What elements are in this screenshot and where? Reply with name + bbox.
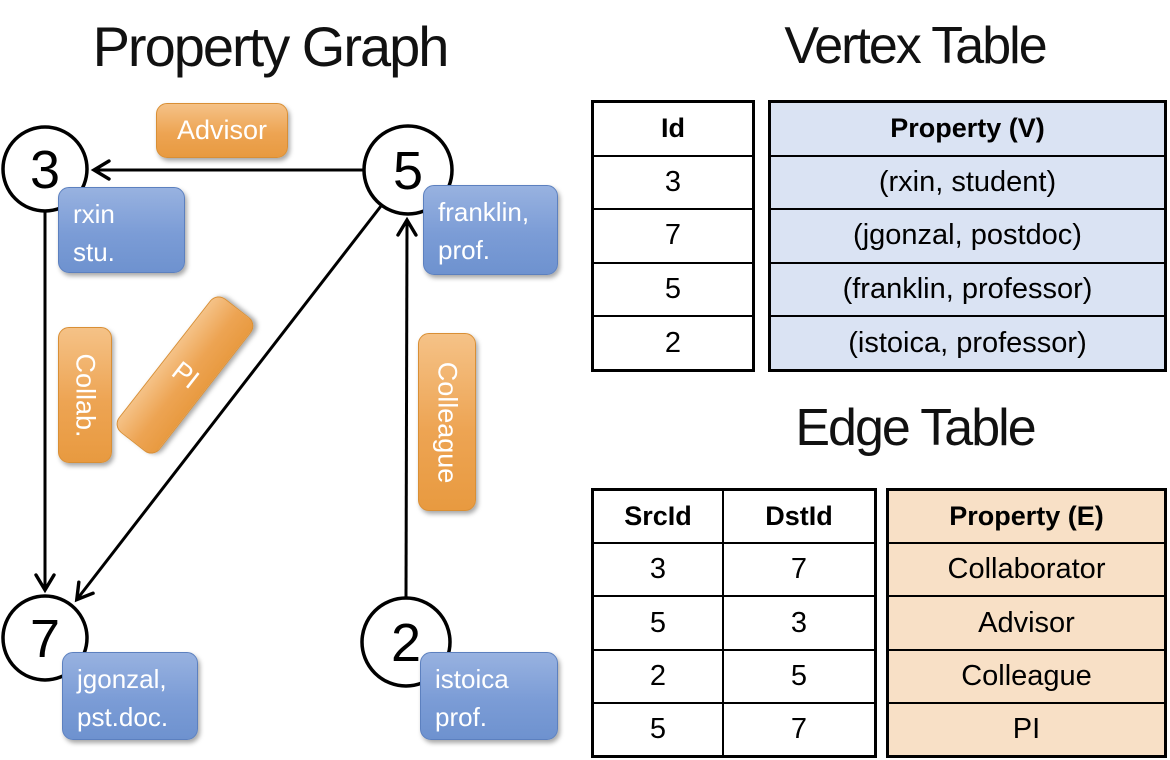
edge-property-cell: Colleague [889,651,1164,704]
edge-dstid-cell: 5 [724,651,874,704]
edge-2-to-5 [396,216,418,598]
node-5-id: 5 [393,141,423,201]
edge-table-title: Edge Table [795,399,1036,457]
vertex-label-jgonzal: jgonzal, pst.doc. [62,652,198,740]
node-2-id: 2 [391,613,421,673]
edge-label-advisor-text: Advisor [176,115,268,145]
vertex-label-jgonzal-line1: jgonzal, [77,664,167,694]
vertex-table-property-header: Property (V) [771,103,1164,157]
vertex-table-property-column: Property (V) (rxin, student) (jgonzal, p… [768,100,1167,372]
edge-label-collaborator: Collab. [58,327,112,463]
vertex-id-cell: 7 [594,210,752,264]
edge-table-property-header: Property (E) [889,491,1164,545]
edge-table-dstid-header: DstId [724,491,874,545]
edge-label-advisor: Advisor [156,103,288,158]
vertex-property-cell: (franklin, professor) [771,264,1164,318]
edge-5-to-7 [74,205,383,603]
edge-label-pi-text: PI [166,354,205,395]
edge-table-id-columns: SrcId 3 5 2 5 DstId 7 3 5 7 [591,488,877,758]
edge-label-collaborator-text: Collab. [70,352,101,438]
vertex-property-cell: (istoica, professor) [848,326,1087,359]
edge-srcid-cell: 5 [649,712,667,745]
edge-dstid-cell: 3 [724,597,874,651]
edge-table-srcid-column: SrcId 3 5 2 5 [594,491,724,755]
edge-table-srcid-header: SrcId [594,491,722,545]
edge-property-cell: PI [1012,712,1041,745]
edge-property-cell: Collaborator [889,544,1164,598]
vertex-label-istoica-line1: istoica [435,664,509,694]
vertex-label-istoica-line2: prof. [435,701,488,732]
edge-label-colleague: Colleague [418,333,476,511]
vertex-label-franklin: franklin, prof. [423,185,558,275]
vertex-label-jgonzal-line2: pst.doc. [77,701,169,732]
edge-table-property-column: Property (E) Collaborator Advisor Collea… [886,488,1167,758]
edge-table-dstid-column: DstId 7 3 5 7 [724,491,874,755]
property-graph-title: Property Graph [92,15,450,78]
vertex-table-title: Vertex Table [784,17,1047,75]
vertex-label-rxin-line2: stu. [73,236,115,267]
vertex-id-cell: 3 [594,157,752,211]
vertex-label-franklin-line1: franklin, [438,197,530,227]
vertex-id-cell: 2 [664,326,682,359]
edge-srcid-cell: 2 [594,651,722,704]
edge-srcid-cell: 3 [594,544,722,598]
vertex-table-id-header: Id [594,103,752,157]
vertex-property-cell: (jgonzal, postdoc) [771,210,1164,264]
vertex-id-cell: 5 [594,264,752,318]
edge-dstid-cell: 7 [724,544,874,598]
vertex-table-id-column: Id 3 7 5 2 [591,100,755,372]
edge-label-colleague-text: Colleague [432,361,463,483]
vertex-property-cell: (rxin, student) [771,157,1164,211]
edge-dstid-cell: 7 [790,712,808,745]
vertex-label-rxin: rxin stu. [58,187,185,273]
edge-property-cell: Advisor [889,597,1164,651]
node-7-id: 7 [30,609,60,669]
node-3-id: 3 [30,140,60,200]
vertex-label-istoica: istoica prof. [420,652,558,740]
vertex-label-franklin-line2: prof. [438,234,491,265]
vertex-label-rxin-line1: rxin [73,199,115,229]
edge-srcid-cell: 5 [594,597,722,651]
